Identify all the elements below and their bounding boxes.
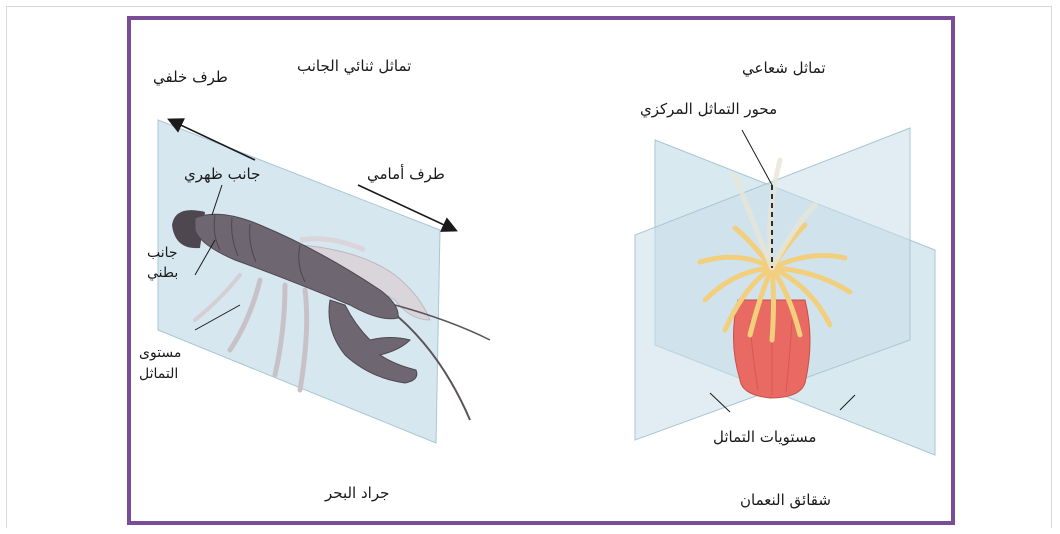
dorsal-side-label: جانب ظهري xyxy=(184,165,260,183)
anterior-end-label: طرف أمامي xyxy=(367,165,445,183)
ventral-side-label-line1: جانب xyxy=(147,245,178,261)
bilateral-symmetry-title: تماثل ثنائي الجانب xyxy=(297,57,411,75)
anemone-caption: شقائق النعمان xyxy=(740,491,831,509)
symmetry-plane-label-line1: مستوى xyxy=(139,345,181,361)
symmetry-plane-label-line2: التماثل xyxy=(139,366,178,382)
radial-symmetry-title: تماثل شعاعي xyxy=(742,59,826,77)
posterior-end-label: طرف خلفي xyxy=(153,68,228,86)
ventral-side-label-line2: بطني xyxy=(147,265,178,281)
lobster-caption: جراد البحر xyxy=(325,484,389,502)
central-axis-label: محور التماثل المركزي xyxy=(640,100,777,118)
symmetry-planes-label: مستويات التماثل xyxy=(713,428,816,446)
